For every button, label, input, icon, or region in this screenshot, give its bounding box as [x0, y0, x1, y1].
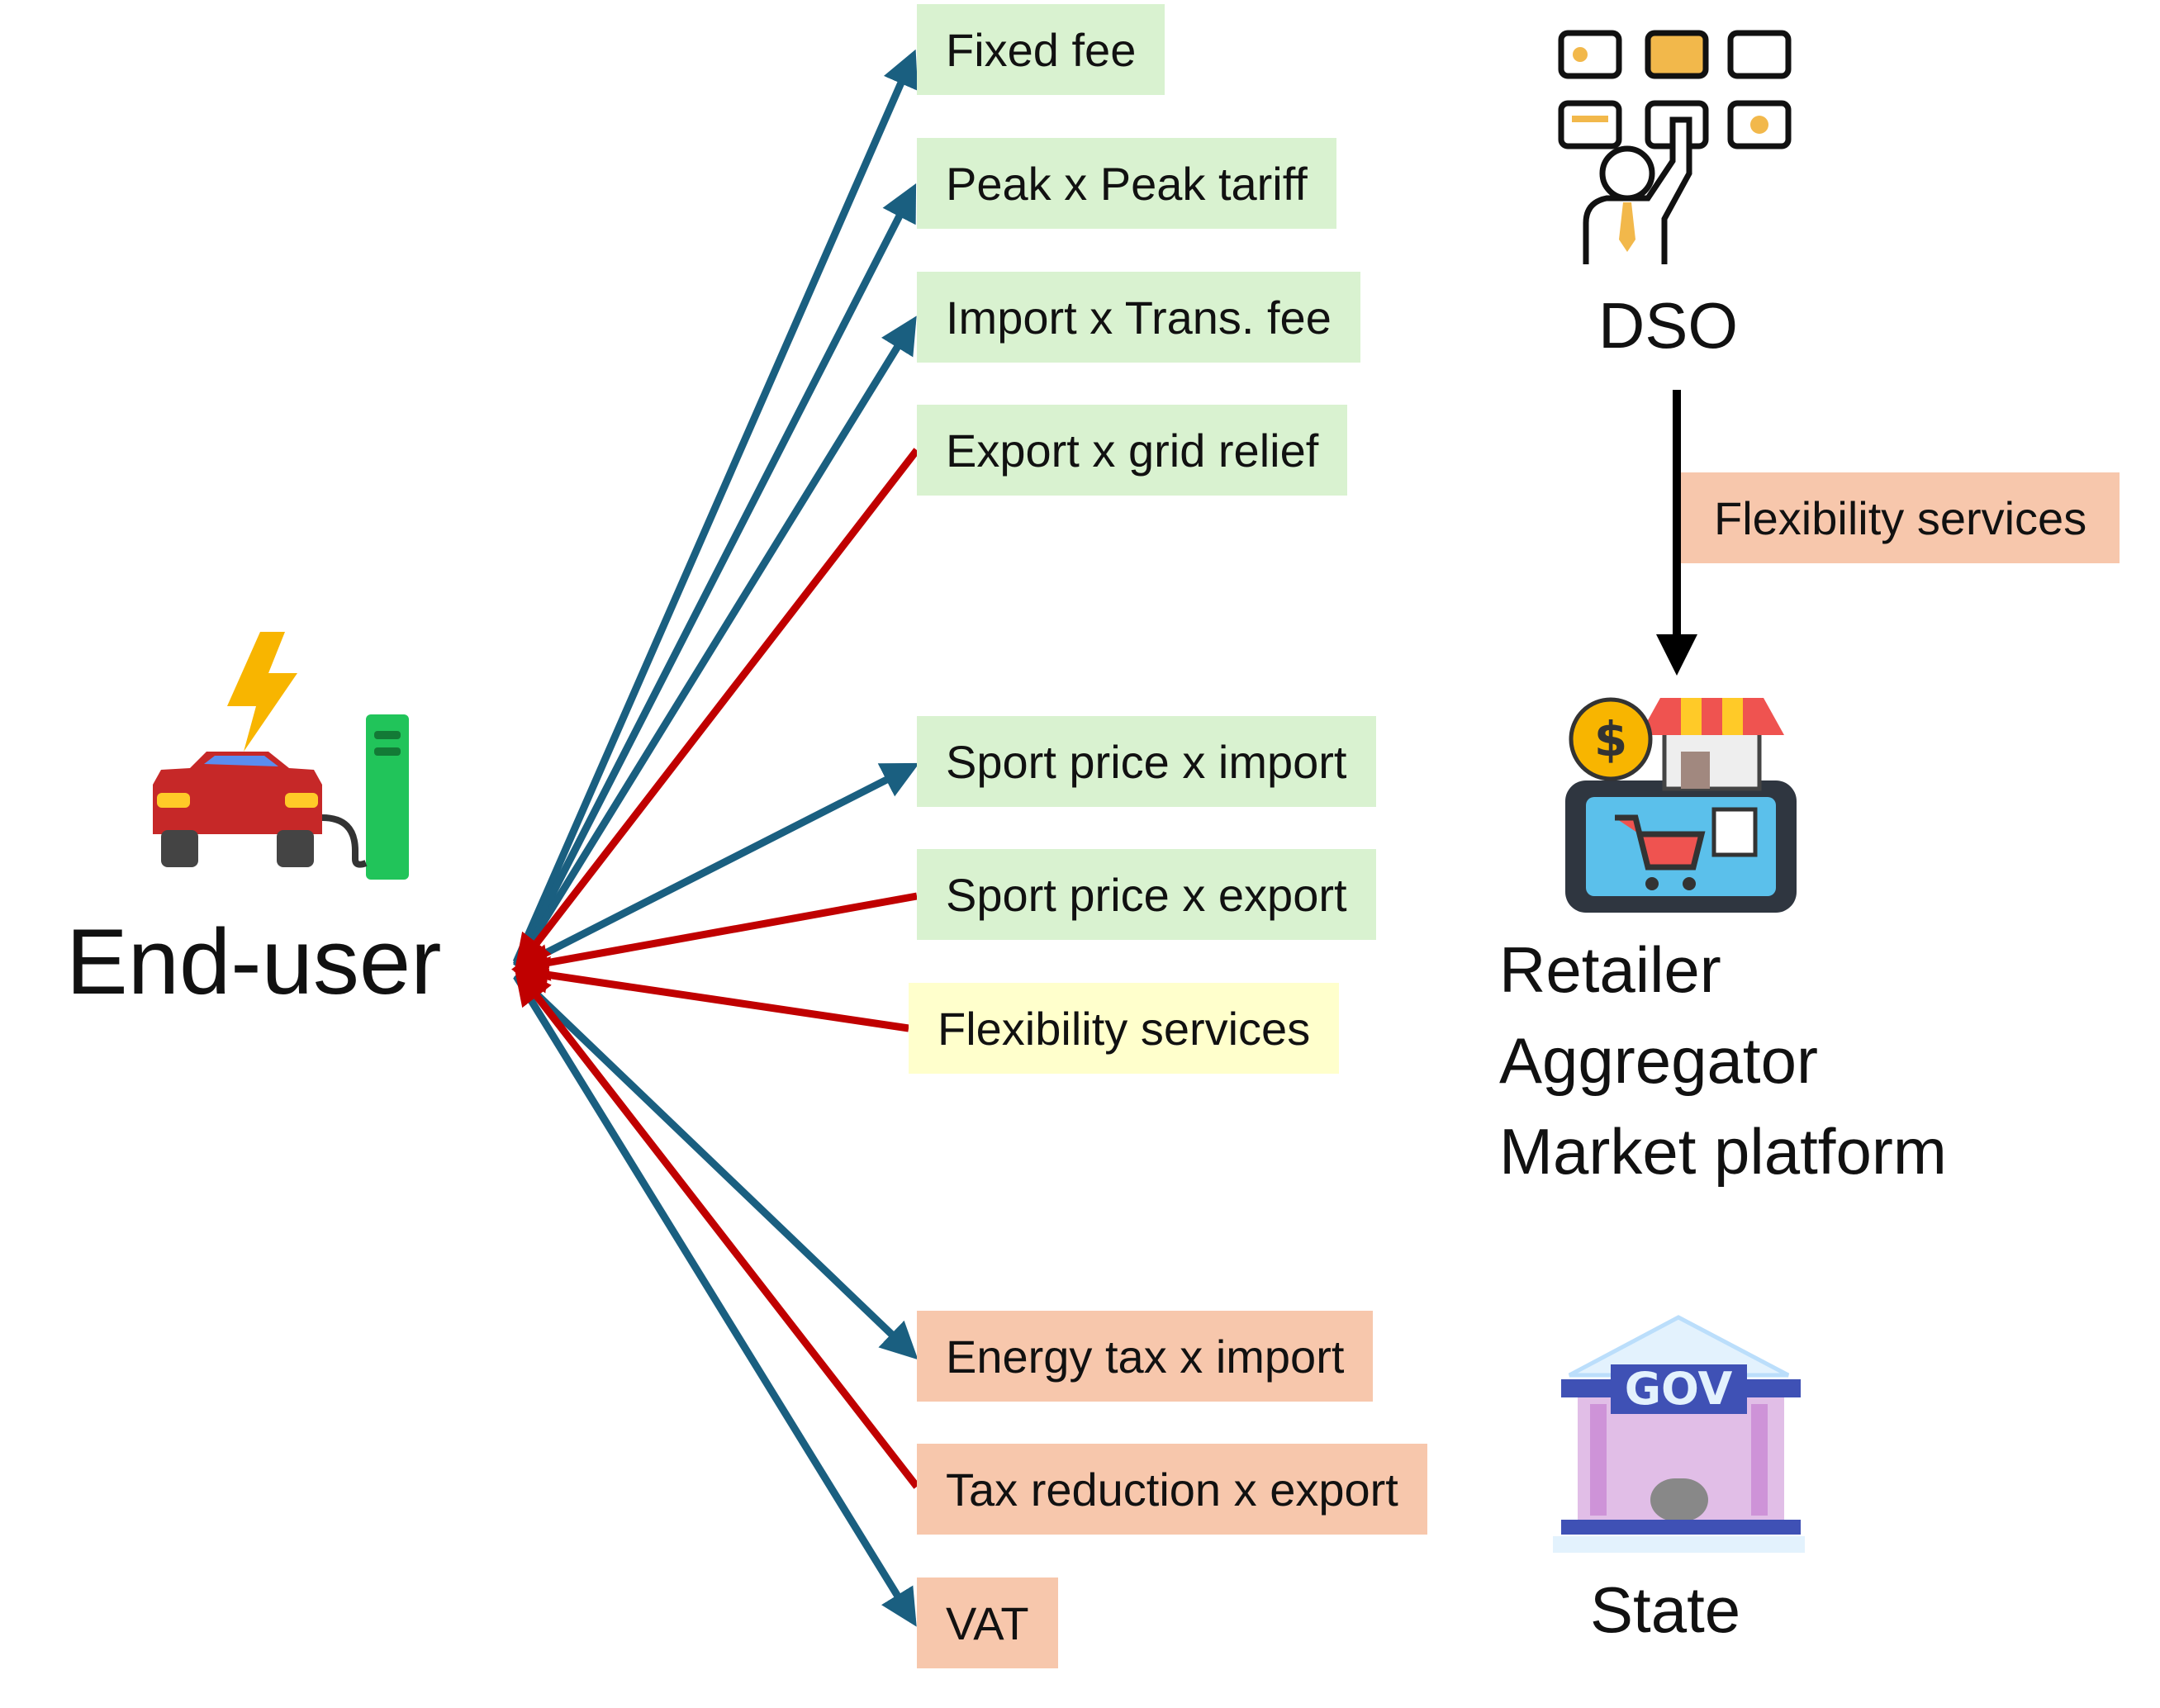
arrow-trans-fee	[513, 316, 917, 969]
ev-charging-icon	[153, 632, 409, 880]
energy-tax-label: Energy tax x import	[917, 1311, 1374, 1402]
arrow-flex-user	[511, 956, 909, 1032]
fixed-fee-label: Fixed fee	[917, 4, 1165, 95]
arrow-spot-export	[511, 892, 918, 981]
flex-user-label: Flexibility services	[909, 983, 1340, 1074]
arrow-energy-tax	[513, 971, 919, 1360]
spot-import-label: Sport price x import	[917, 716, 1376, 807]
tax-reduction-label: Tax reduction x export	[917, 1444, 1427, 1535]
svg-text:$: $	[1594, 711, 1627, 767]
retailer-line-3: Market platform	[1499, 1115, 1947, 1188]
market-shop-icon: $	[1565, 697, 1797, 913]
arrow-peak-tariff	[512, 183, 917, 967]
arrow-fixed-fee	[512, 49, 919, 964]
arrow-grid-relief	[514, 448, 920, 973]
peak-tariff-label: Peak x Peak tariff	[917, 138, 1336, 229]
grid-relief-label: Export x grid relief	[917, 405, 1348, 496]
retailer-line-1: Retailer	[1499, 933, 1721, 1006]
arrow-spot-import	[514, 762, 920, 972]
dso-flex-label: Flexibility services	[1681, 472, 2120, 563]
dso-operator-icon	[1558, 30, 1792, 264]
arrow-tax-reduction	[514, 966, 920, 1489]
vat-label: VAT	[917, 1578, 1058, 1668]
retailer-line-2: Aggregator	[1499, 1024, 1818, 1097]
dso-label: DSO	[1598, 289, 1739, 362]
trans-fee-label: Import x Trans. fee	[917, 272, 1360, 363]
state-label: State	[1590, 1573, 1741, 1646]
end-user-label: End-user	[66, 910, 442, 1013]
arrow-vat	[513, 974, 917, 1627]
government-building-icon: GOV	[1553, 1315, 1805, 1553]
gov-badge: GOV	[1625, 1363, 1733, 1415]
spot-export-label: Sport price x export	[917, 849, 1376, 940]
